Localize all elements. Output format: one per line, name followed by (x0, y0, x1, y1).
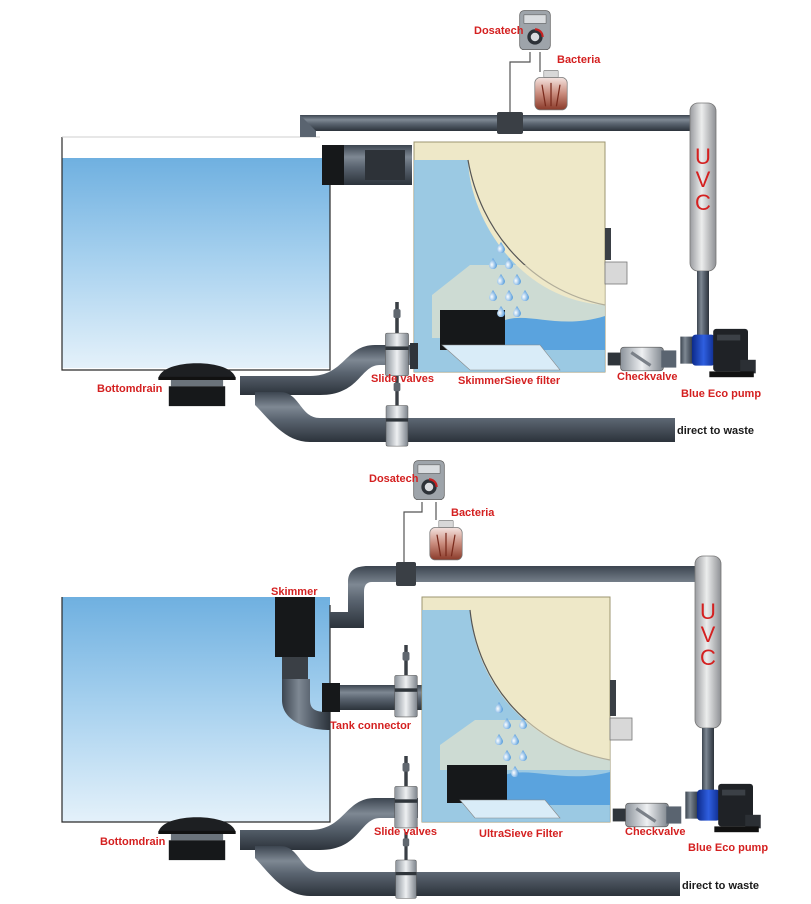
bottom-label-skimmer: Skimmer (271, 586, 318, 598)
top-label-bottomdrain: Bottomdrain (97, 383, 163, 395)
bottom-label-checkvalve: Checkvalve (625, 826, 686, 838)
top-drain-pipe-upper (240, 345, 410, 395)
bottom-label-dosatech: Dosatech (369, 473, 419, 485)
top-filter-outlet (440, 310, 505, 350)
bottom-filter-outlet (447, 765, 507, 803)
bottom-label-tank-connector: Tank connector (330, 720, 412, 732)
bottom-skimmer (275, 597, 315, 657)
top-diagram (61, 10, 756, 447)
bottom-label-slide-valves: Slide valves (374, 826, 437, 838)
bottom-label-filter: UltraSieve Filter (479, 828, 563, 840)
bottom-bacteria-bottle (429, 519, 463, 561)
bottom-slide-valve-2 (395, 832, 417, 899)
bottom-label-bottomdrain: Bottomdrain (100, 836, 166, 848)
top-waste-pipe (255, 392, 675, 442)
bottom-checkvalve (610, 801, 684, 829)
top-pond-water (62, 158, 330, 368)
top-slide-valve-2 (385, 376, 409, 447)
top-bottomdrain (158, 363, 236, 407)
bottom-slide-valve-1 (394, 756, 418, 829)
top-label-dosatech: Dosatech (474, 25, 524, 37)
bottom-blue-eco-pump (685, 783, 761, 833)
top-slide-valve-1 (384, 302, 410, 377)
bottom-label-waste: direct to waste (682, 880, 760, 892)
bottom-diagram (61, 460, 761, 899)
bottom-slide-valve-skimmer (394, 645, 418, 718)
bottom-return-pipe (330, 566, 700, 628)
bottom-label-pump: Blue Eco pump (688, 842, 769, 854)
top-label-pump: Blue Eco pump (681, 388, 762, 400)
top-label-waste: direct to waste (677, 425, 755, 437)
top-checkvalve (605, 345, 679, 373)
bottom-bottomdrain (158, 817, 236, 861)
top-label-checkvalve: Checkvalve (617, 371, 678, 383)
top-blue-eco-pump (680, 328, 756, 378)
top-label-bacteria: Bacteria (557, 54, 601, 66)
top-label-slide-valves: Slide valves (371, 373, 434, 385)
bottom-waste-pipe (255, 846, 680, 896)
top-bacteria-bottle (534, 69, 568, 111)
bottom-drain-pipe-upper (240, 798, 418, 850)
top-label-filter: SkimmerSieve filter (458, 375, 561, 387)
bottom-label-bacteria: Bacteria (451, 507, 495, 519)
top-dosatech-pump (518, 10, 552, 51)
